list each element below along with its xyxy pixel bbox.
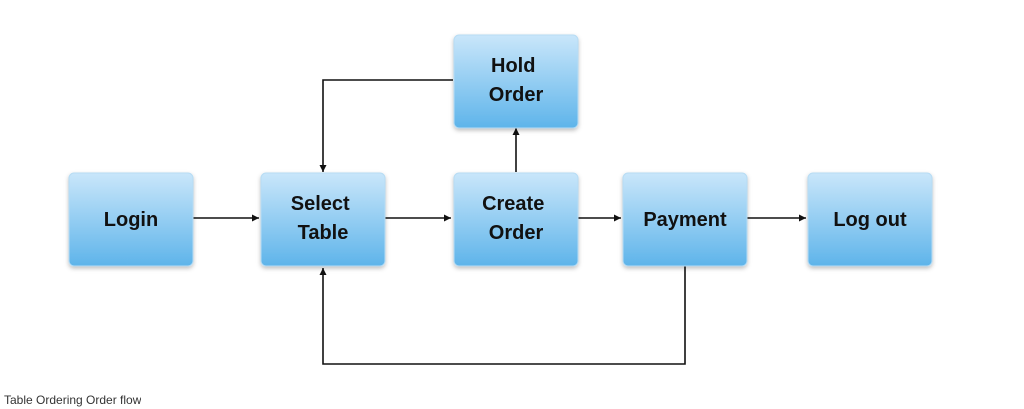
node-label-log-out: Log out — [833, 209, 907, 231]
node-label-line: Payment — [643, 209, 727, 231]
node-label-line: Login — [104, 209, 158, 231]
node-create-order: Create Order — [453, 172, 579, 267]
node-payment: Payment — [622, 172, 748, 267]
node-box-payment — [622, 172, 748, 267]
node-box-hold-order — [453, 34, 579, 129]
node-label-create-order: Create Order — [482, 193, 550, 244]
node-label-payment: Payment — [643, 209, 727, 231]
node-hold-order: Hold Order — [453, 34, 579, 129]
node-box-select-table — [260, 172, 386, 267]
edge-hold-order-to-select-table — [319, 79, 453, 172]
edge-payment-to-select-table — [319, 266, 686, 365]
node-label-login: Login — [104, 209, 158, 231]
node-label-line: Create — [482, 193, 544, 215]
node-label-hold-order: Hold Order — [489, 55, 544, 106]
node-label-line: Order — [489, 222, 544, 244]
diagram-caption: Table Ordering Order flow — [4, 393, 142, 407]
edges-group — [193, 79, 806, 365]
node-login: Login — [68, 172, 194, 267]
node-log-out: Log out — [807, 172, 933, 267]
node-box-log-out — [807, 172, 933, 267]
node-label-line: Hold — [491, 55, 535, 77]
node-label-line: Select — [291, 193, 350, 215]
node-label-line: Order — [489, 84, 544, 106]
node-box-login — [68, 172, 194, 267]
node-label-select-table: Select Table — [291, 193, 356, 244]
node-select-table: Select Table — [260, 172, 386, 267]
node-box-create-order — [453, 172, 579, 267]
node-label-line: Log out — [833, 209, 907, 231]
node-label-line: Table — [298, 222, 349, 244]
